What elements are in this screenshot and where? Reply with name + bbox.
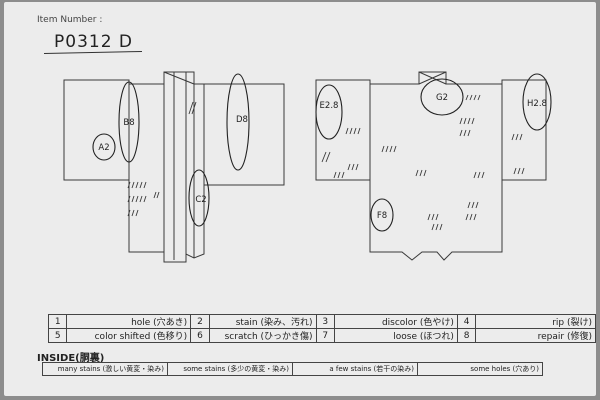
legend-num: 3 xyxy=(315,314,335,329)
mark-circle-h28 xyxy=(522,73,552,131)
legend-num: 4 xyxy=(456,314,477,329)
inside-section-title: INSIDE(胴裏) xyxy=(37,353,105,364)
mark-label-back-4: F8 xyxy=(377,211,387,221)
legend-text: repair (修復) xyxy=(475,328,596,343)
legend-text: hole (穴あき) xyxy=(66,314,192,329)
mark-label-back-1: E2.8 xyxy=(320,101,339,111)
legend-num: 7 xyxy=(315,328,335,343)
mark-label-front-4: C2 xyxy=(195,195,206,205)
item-number-value: P0312 D xyxy=(54,32,134,52)
kimono-back-view xyxy=(315,71,547,261)
mark-circle-d8 xyxy=(226,73,250,171)
legend-text: rip (裂け) xyxy=(475,314,596,329)
inside-option: some holes (穴あり) xyxy=(417,362,543,376)
inside-option: some stains (多少の黄変・染み) xyxy=(167,362,293,376)
mark-label-front-2: B8 xyxy=(123,118,134,128)
defect-legend-table: 1 hole (穴あき) 2 stain (染み、汚れ) 3 discolor … xyxy=(47,314,596,343)
legend-text: color shifted (色移り) xyxy=(66,328,192,343)
item-number-label: Item Number : xyxy=(37,15,103,25)
inside-option: many stains (激しい黄変・染み) xyxy=(42,362,168,376)
mark-label-back-3: H2.8 xyxy=(527,99,547,109)
mark-circle-c2 xyxy=(188,169,210,227)
legend-row: 1 hole (穴あき) 2 stain (染み、汚れ) 3 discolor … xyxy=(47,314,596,329)
mark-circle-g2 xyxy=(420,78,464,116)
legend-num: 1 xyxy=(47,314,68,329)
mark-label-back-2: G2 xyxy=(436,93,448,103)
legend-text: loose (ほつれ) xyxy=(333,328,458,343)
legend-text: stain (染み、汚れ) xyxy=(208,314,317,329)
mark-label-front-1: A2 xyxy=(98,143,109,153)
kimono-diagram: A2 B8 D8 C2 E2.8 G2 H2.8 F8 xyxy=(63,71,552,263)
legend-num: 8 xyxy=(456,328,477,343)
legend-num: 2 xyxy=(190,314,210,329)
mark-circle-f8 xyxy=(370,198,394,232)
mark-label-front-3: D8 xyxy=(236,115,248,125)
legend-row: 5 color shifted (色移り) 6 scratch (ひっかき傷) … xyxy=(47,328,596,343)
inside-option: a few stains (若干の染み) xyxy=(292,362,418,376)
legend-num: 6 xyxy=(190,328,210,343)
mark-circle-e28 xyxy=(315,84,343,140)
inspection-sheet: Item Number : P0312 D xyxy=(4,2,596,396)
legend-text: scratch (ひっかき傷) xyxy=(208,328,317,343)
mark-circle-a2 xyxy=(92,133,116,161)
inside-condition-table: many stains (激しい黄変・染み) some stains (多少の黄… xyxy=(42,362,543,376)
kimono-front-view xyxy=(63,71,285,263)
hatch-marks xyxy=(127,94,525,231)
legend-num: 5 xyxy=(47,328,68,343)
inside-row: many stains (激しい黄変・染み) some stains (多少の黄… xyxy=(42,362,543,376)
mark-circle-b8 xyxy=(118,81,140,163)
legend-text: discolor (色やけ) xyxy=(333,314,458,329)
